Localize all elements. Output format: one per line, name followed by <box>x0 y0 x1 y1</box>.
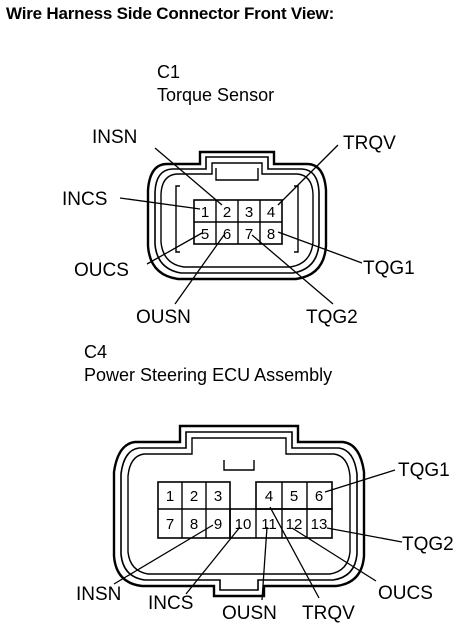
c1-signal-incs: INCS <box>62 189 107 210</box>
c4-pin-4: 4 <box>265 488 273 505</box>
c1-signal-tqg1: TQG1 <box>363 258 415 279</box>
c1-pin-3: 3 <box>245 204 253 221</box>
c4-pin-2: 2 <box>190 488 198 505</box>
c1-leader-tqg2 <box>251 234 334 305</box>
c4-leader-tqg2 <box>326 527 403 543</box>
c4-pin-11: 11 <box>261 516 277 533</box>
connector-c4-name: Power Steering ECU Assembly <box>84 365 333 385</box>
c1-signal-insn: INSN <box>92 127 137 148</box>
c1-leader-trqv <box>277 144 339 206</box>
c4-leader-insn <box>113 524 214 585</box>
page-title: Wire Harness Side Connector Front View: <box>6 4 335 23</box>
c4-pin-7: 7 <box>166 516 174 533</box>
c1-leader-insn <box>154 147 223 206</box>
c4-pin-13: 13 <box>311 516 328 533</box>
c1-pin-2: 2 <box>223 204 231 221</box>
c1-pin-7: 7 <box>245 226 253 243</box>
c4-leader-oucs <box>291 527 377 582</box>
c4-signal-ousn: OUSN <box>222 603 277 624</box>
c1-signal-tqg2: TQG2 <box>306 307 358 328</box>
c4-signal-trqv: TRQV <box>302 603 355 624</box>
c4-leader-lines <box>113 469 403 601</box>
connector-c1-name: Torque Sensor <box>157 85 275 105</box>
c1-leader-ousn <box>174 234 225 305</box>
c1-pin-5: 5 <box>201 226 209 243</box>
c4-leader-ousn <box>261 526 268 601</box>
c1-leader-lines <box>119 144 363 305</box>
c4-pin-9: 9 <box>214 516 222 533</box>
connector-c1-id: C1 <box>157 62 181 82</box>
c1-pin-4: 4 <box>267 204 275 221</box>
c1-signal-trqv: TRQV <box>343 133 396 154</box>
c4-pin-12: 12 <box>286 516 303 533</box>
c1-signal-ousn: OUSN <box>136 307 191 328</box>
c4-leader-incs <box>185 526 241 595</box>
c4-leader-tqg1 <box>324 469 396 493</box>
connector-c4-body <box>112 424 366 598</box>
c4-signal-incs: INCS <box>148 593 193 614</box>
c1-leader-tqg1 <box>277 231 363 264</box>
c1-pin-6: 6 <box>223 226 231 243</box>
c4-pin-6: 6 <box>315 488 323 505</box>
c4-signal-insn: INSN <box>76 584 121 605</box>
c4-signal-oucs: OUCS <box>378 583 433 604</box>
c4-pin-3: 3 <box>214 488 222 505</box>
connector-c4-id: C4 <box>84 342 108 362</box>
c1-leader-oucs <box>146 232 203 265</box>
c4-signal-tqg2: TQG2 <box>402 534 454 555</box>
c4-pin-5: 5 <box>290 488 298 505</box>
c4-pin-1: 1 <box>166 488 174 505</box>
c1-leader-incs <box>119 197 201 210</box>
c4-signal-tqg1: TQG1 <box>398 460 450 481</box>
c1-pin-1: 1 <box>201 204 209 221</box>
c1-signal-oucs: OUCS <box>74 260 129 281</box>
c4-leader-trqv <box>269 506 320 599</box>
connector-c1-body <box>146 150 328 281</box>
c4-pin-8: 8 <box>190 516 198 533</box>
c1-pin-8: 8 <box>267 226 275 243</box>
